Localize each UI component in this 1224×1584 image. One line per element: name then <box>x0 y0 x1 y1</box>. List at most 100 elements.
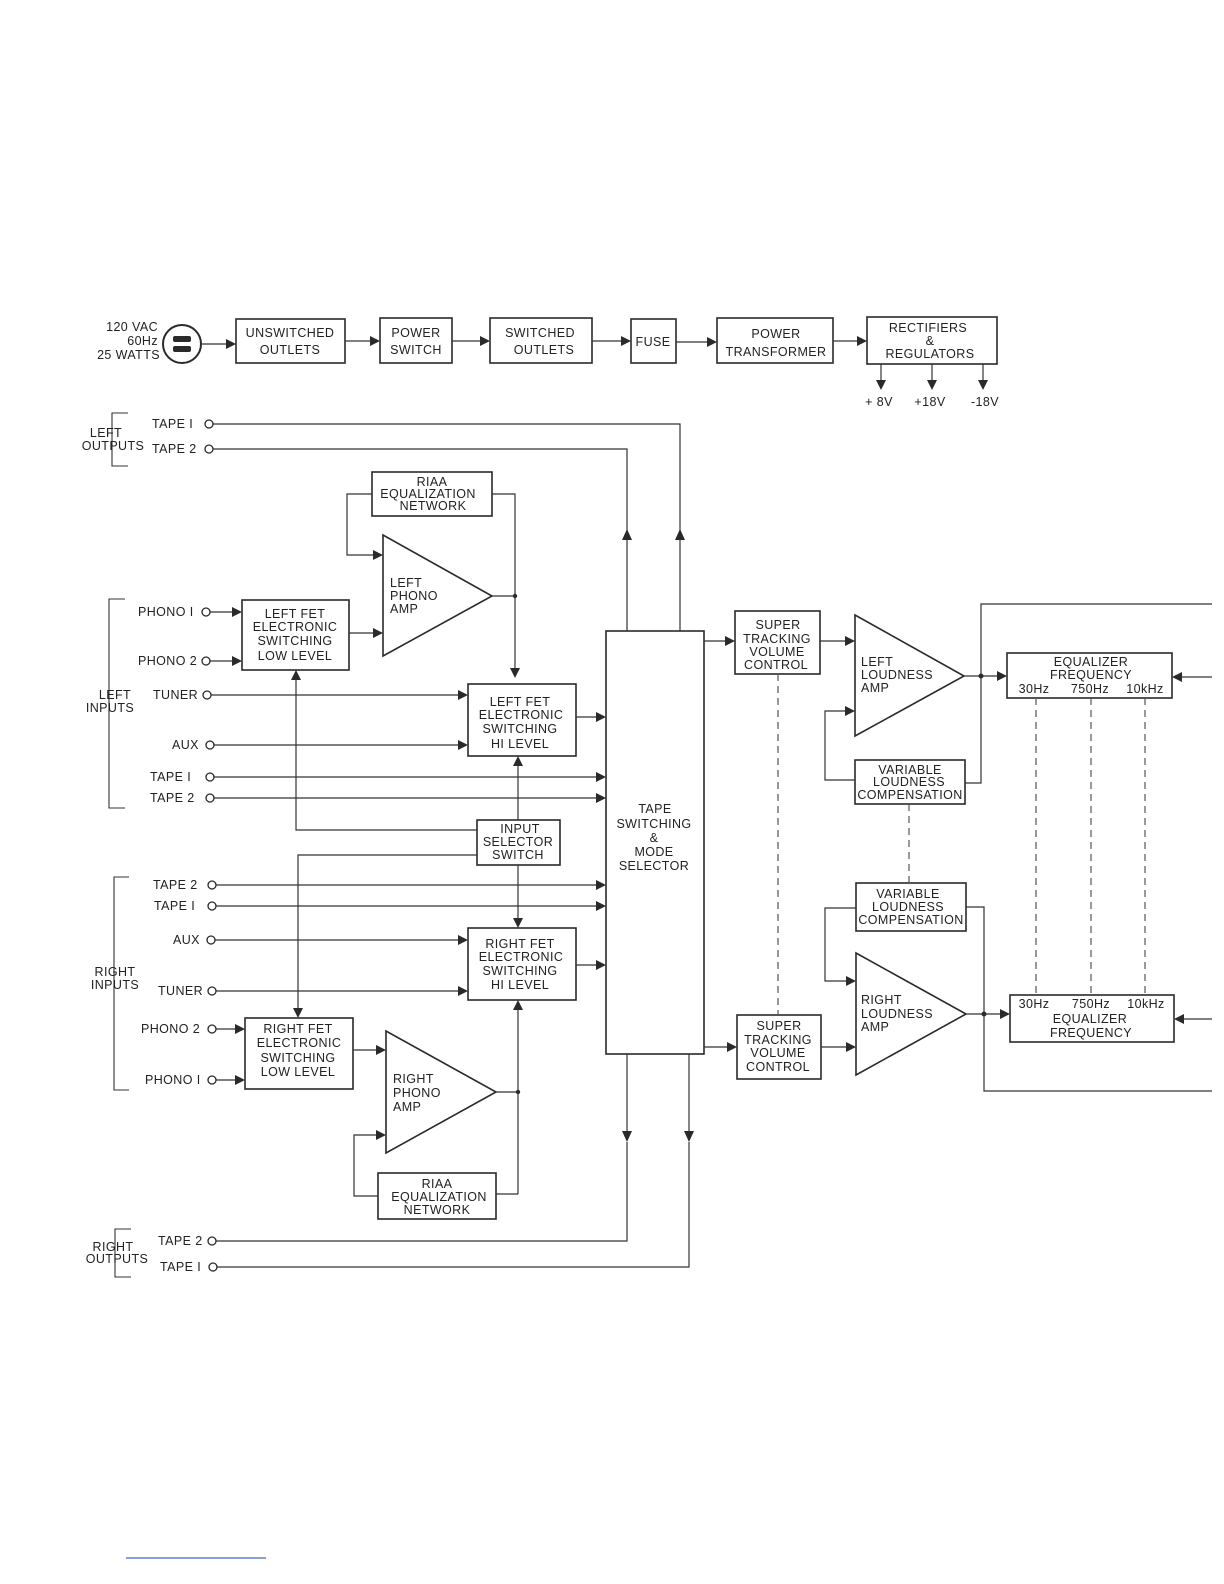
eq-right-line-1: EQUALIZER <box>1053 1012 1127 1026</box>
eq-left-band-750hz: 750Hz <box>1071 682 1109 696</box>
right-fet-hi-block <box>467 927 577 1001</box>
power-transformer-line-2: TRANSFORMER <box>726 345 827 359</box>
right-input-tape1-label: TAPE I <box>154 899 195 913</box>
eq-right-line-2: FREQUENCY <box>1050 1026 1132 1040</box>
right-inputs-label-1: RIGHT <box>95 965 136 979</box>
rectifiers-line-3: REGULATORS <box>886 347 975 361</box>
var-loudness-right-block <box>855 882 967 932</box>
left-fet-hi-block <box>467 683 577 757</box>
left-output-tape1-label: TAPE I <box>152 417 193 431</box>
right-output-tape1-jack <box>208 1262 218 1272</box>
left-input-phono1-label: PHONO I <box>138 605 194 619</box>
power-chain: 120 VAC 60Hz 25 WATTS UNSWITCHED OUTLETS… <box>97 316 999 409</box>
left-loudness-amp <box>854 613 966 738</box>
riaa-right-line-1: RIAA <box>422 1177 453 1191</box>
tape-switching-line-3: & <box>650 831 659 845</box>
left-input-tape2-jack <box>205 793 215 803</box>
input-selector-block <box>476 819 561 866</box>
left-outputs-group: LEFT OUTPUTS TAPE I TAPE 2 <box>82 412 685 631</box>
right-fet-low-line-4: LOW LEVEL <box>261 1065 335 1079</box>
power-source-line-3: 25 WATTS <box>97 348 160 362</box>
right-fet-low-block <box>244 1017 354 1090</box>
eq-left-band-10khz: 10kHz <box>1126 682 1163 696</box>
eq-right-band-10khz: 10kHz <box>1127 997 1164 1011</box>
left-loudness-amp-line-3: AMP <box>861 681 889 695</box>
right-inputs-label-2: INPUTS <box>91 978 139 992</box>
left-phono-section: RIAA EQUALIZATION NETWORK LEFT PHONO AMP… <box>241 471 520 678</box>
left-input-phono1-jack <box>201 607 211 617</box>
super-tracking-right-line-3: VOLUME <box>750 1046 805 1060</box>
rectifiers-line-1: RECTIFIERS <box>889 321 967 335</box>
super-tracking-right-line-2: TRACKING <box>744 1033 812 1047</box>
super-tracking-left-block <box>734 610 821 675</box>
left-inputs-label-2: INPUTS <box>86 701 134 715</box>
var-loudness-right-line-1: VARIABLE <box>876 887 939 901</box>
left-input-tape1-jack <box>205 772 215 782</box>
var-loudness-right-line-3: COMPENSATION <box>858 913 963 927</box>
riaa-left-line-3: NETWORK <box>400 499 467 513</box>
rectifiers-line-2: & <box>926 334 935 348</box>
unswitched-outlets-line-2: OUTLETS <box>260 343 320 357</box>
right-input-phono2-label: PHONO 2 <box>141 1022 200 1036</box>
right-outputs-label-2: OUTPUTS <box>86 1252 149 1266</box>
left-input-tuner-jack <box>202 690 212 700</box>
left-input-tape2-label: TAPE 2 <box>150 791 195 805</box>
rail-plus-8v: + 8V <box>865 395 893 409</box>
right-phono-amp-line-1: RIGHT <box>393 1072 434 1086</box>
power-transformer-line-1: POWER <box>751 327 800 341</box>
right-input-tape2-jack <box>207 880 217 890</box>
left-output-tape1-jack <box>204 419 214 429</box>
left-input-phono2-label: PHONO 2 <box>138 654 197 668</box>
right-input-tape2-label: TAPE 2 <box>153 878 198 892</box>
left-phono-amp-line-3: AMP <box>390 602 418 616</box>
eq-left-block <box>1006 652 1173 699</box>
left-input-tuner-label: TUNER <box>153 688 198 702</box>
right-fet-hi-line-4: HI LEVEL <box>491 978 549 992</box>
left-output-stage: SUPER TRACKING VOLUME CONTROL LEFT LOUDN… <box>704 603 1212 805</box>
right-fet-low-line-2: ELECTRONIC <box>257 1036 342 1050</box>
left-fet-hi-line-1: LEFT FET <box>490 695 551 709</box>
input-selector-line-1: INPUT <box>500 822 540 836</box>
riaa-left-line-2: EQUALIZATION <box>380 487 476 501</box>
right-fet-hi-line-2: ELECTRONIC <box>479 950 564 964</box>
eq-left-line-2: FREQUENCY <box>1050 668 1132 682</box>
right-fet-low-line-3: SWITCHING <box>260 1051 335 1065</box>
power-switch-block <box>379 317 453 364</box>
right-input-aux-label: AUX <box>173 933 200 947</box>
rectifiers-regulators-block <box>866 316 998 365</box>
power-plug-icon <box>162 324 202 364</box>
var-loudness-left-line-1: VARIABLE <box>878 763 941 777</box>
input-selector-line-2: SELECTOR <box>483 835 553 849</box>
eq-right-band-30hz: 30Hz <box>1019 997 1050 1011</box>
power-source-line-1: 120 VAC <box>106 320 158 334</box>
left-fet-low-line-2: ELECTRONIC <box>253 620 338 634</box>
var-loudness-left-block <box>854 759 966 805</box>
left-phono-amp <box>382 533 494 658</box>
tape-switching-line-4: MODE <box>634 845 673 859</box>
var-loudness-left-line-3: COMPENSATION <box>857 788 962 802</box>
left-outputs-label-2: OUTPUTS <box>82 439 145 453</box>
ganged-control-links <box>777 674 1146 1015</box>
left-input-phono2-jack <box>201 656 211 666</box>
input-selector-section: INPUT SELECTOR SWITCH <box>291 670 561 1018</box>
super-tracking-right-line-1: SUPER <box>756 1019 801 1033</box>
right-output-tape2-label: TAPE 2 <box>158 1234 203 1248</box>
left-fet-hi-section: LEFT FET ELECTRONIC SWITCHING HI LEVEL <box>467 683 606 757</box>
left-input-tape1-label: TAPE I <box>150 770 191 784</box>
right-input-tuner-jack <box>207 986 217 996</box>
unswitched-outlets-line-1: UNSWITCHED <box>246 326 335 340</box>
super-tracking-left-line-4: CONTROL <box>744 658 808 672</box>
fuse-block <box>630 318 677 364</box>
right-fet-hi-line-1: RIGHT FET <box>485 937 554 951</box>
rail-minus-18v: -18V <box>971 395 999 409</box>
right-input-phono1-label: PHONO I <box>145 1073 201 1087</box>
rail-plus-18v: +18V <box>914 395 945 409</box>
eq-right-band-750hz: 750Hz <box>1072 997 1110 1011</box>
right-output-stage: SUPER TRACKING VOLUME CONTROL RIGHT LOUD… <box>704 882 1212 1092</box>
right-input-phono2-jack <box>207 1024 217 1034</box>
left-fet-hi-line-2: ELECTRONIC <box>479 708 564 722</box>
riaa-right-line-3: NETWORK <box>404 1203 471 1217</box>
left-loudness-amp-line-1: LEFT <box>861 655 893 669</box>
power-source-line-2: 60Hz <box>127 334 158 348</box>
